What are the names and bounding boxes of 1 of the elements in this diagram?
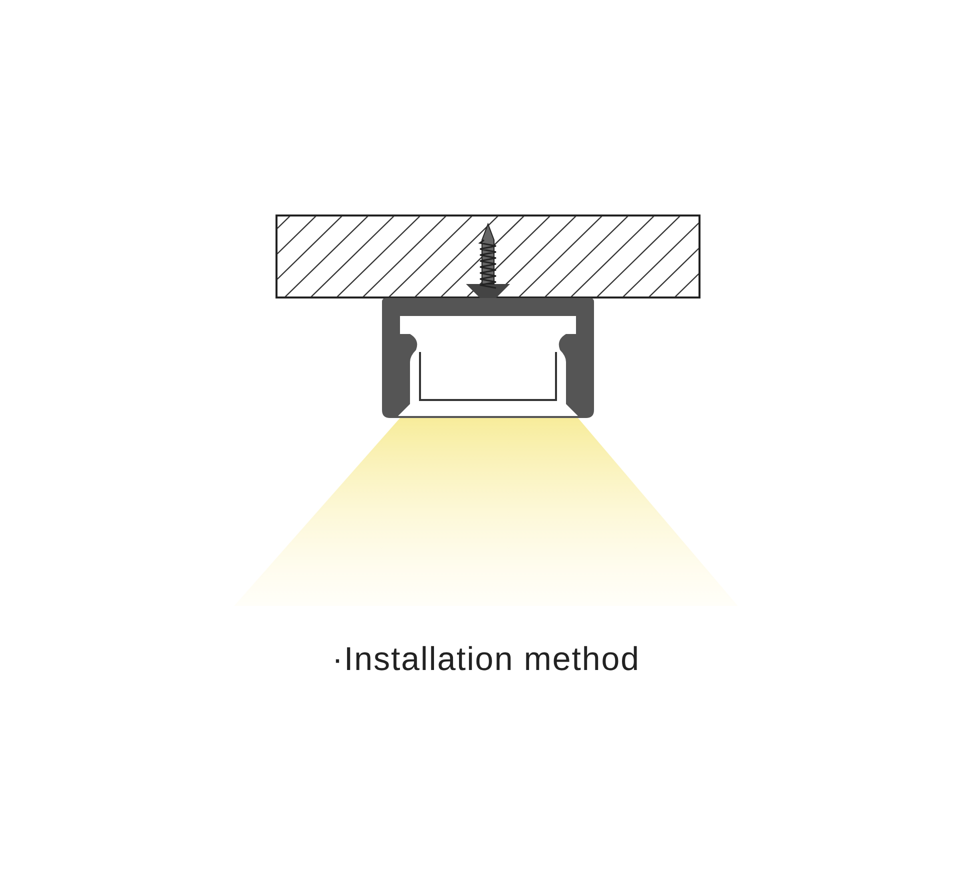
caption: ·Installation method <box>332 640 640 678</box>
